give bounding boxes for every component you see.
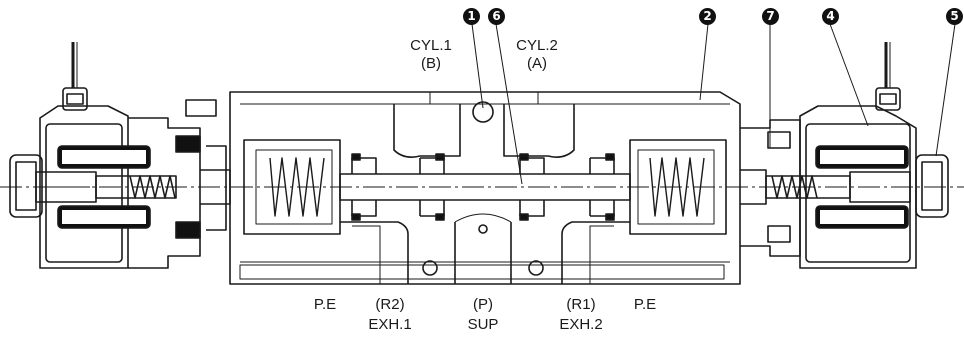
label-p: (P) <box>473 296 493 313</box>
label-sup: SUP <box>467 316 499 333</box>
label-pe-left: P.E <box>313 296 337 313</box>
label-cyl1-port: (B) <box>421 55 441 72</box>
callout-6: 6 <box>488 8 505 25</box>
label-exh2: EXH.2 <box>559 316 603 333</box>
label-cyl2-port: (A) <box>527 55 547 72</box>
label-pe-right: P.E <box>633 296 657 313</box>
callout-5: 5 <box>946 8 963 25</box>
leader-lines <box>471 23 956 185</box>
right-solenoid <box>740 42 949 269</box>
valve-body <box>229 91 741 285</box>
label-exh1: EXH.1 <box>368 316 412 333</box>
left-solenoid <box>9 42 231 269</box>
label-r2: (R2) <box>375 296 405 313</box>
callout-2: 2 <box>699 8 716 25</box>
label-cyl1: CYL.1 <box>410 37 452 54</box>
callout-7: 7 <box>762 8 779 25</box>
label-r1: (R1) <box>566 296 596 313</box>
label-cyl2: CYL.2 <box>516 37 558 54</box>
callout-1: 1 <box>463 8 480 25</box>
callout-4: 4 <box>822 8 839 25</box>
